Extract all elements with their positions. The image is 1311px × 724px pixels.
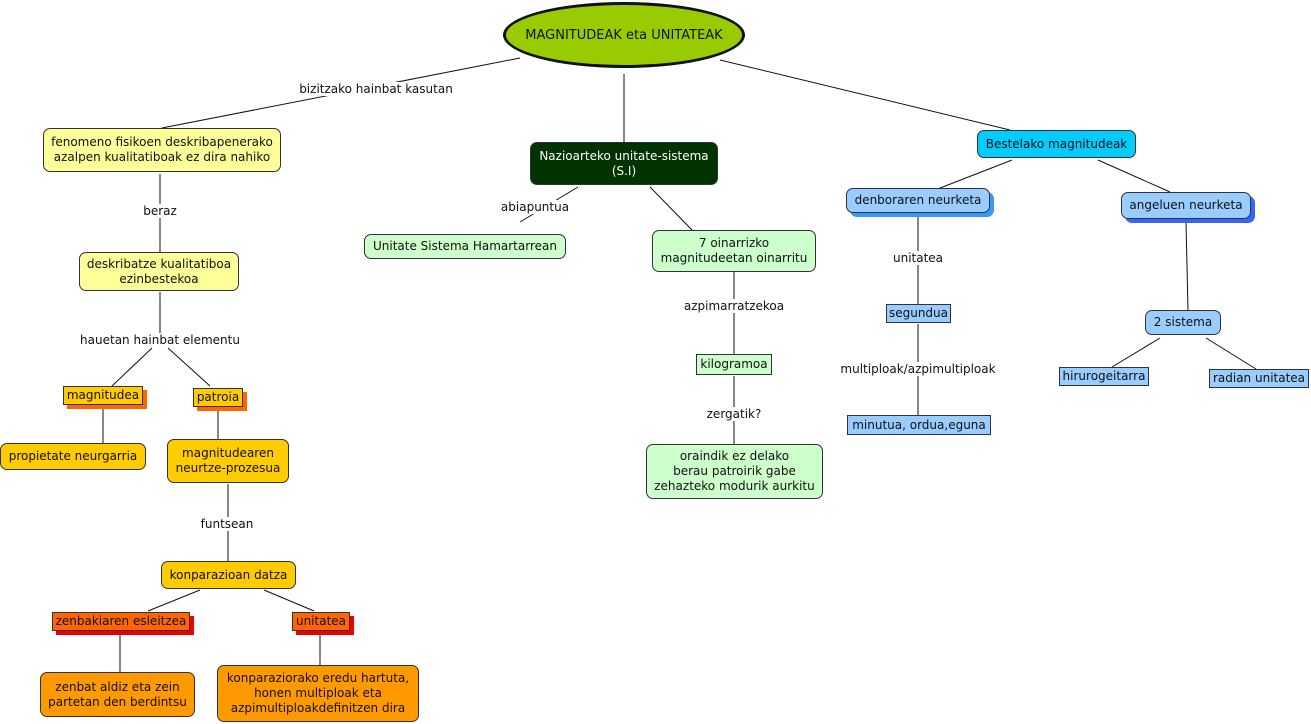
node-segundua[interactable]: segundua	[886, 304, 951, 323]
node-si[interactable]: Nazioarteko unitate-sistema (S.I)	[530, 142, 718, 185]
node-hamartar[interactable]: Unitate Sistema Hamartarrean	[364, 234, 566, 259]
node-fenomeno-label: fenomeno fisikoen deskribapenerako azalp…	[51, 135, 273, 164]
link-label-hauetan: hauetan hainbat elementu	[78, 333, 242, 347]
node-si-label: Nazioarteko unitate-sistema (S.I)	[539, 148, 709, 178]
node-sistema2-label: 2 sistema	[1153, 315, 1213, 329]
node-oraindik[interactable]: oraindik ez delako berau patroirik gabe …	[646, 444, 823, 499]
node-zenbat[interactable]: zenbat aldiz eta zein partetan den berdi…	[40, 672, 195, 717]
link-label-azpimarratzekoa: azpimarratzekoa	[681, 299, 787, 313]
node-zenbakiaren-label: zenbakiaren esleitzea	[55, 614, 187, 628]
node-propietate-label: propietate neurgarria	[8, 449, 138, 463]
node-fenomeno[interactable]: fenomeno fisikoen deskribapenerako azalp…	[43, 128, 281, 172]
node-hirurogei[interactable]: hirurogeitarra	[1059, 367, 1149, 386]
node-zazpi-label: 7 oinarrizko magnitudeetan oinarritu	[660, 236, 808, 265]
node-neurtze[interactable]: magnitudearen neurtze-prozesua	[167, 439, 289, 483]
node-bestelako-label: Bestelako magnitudeak	[985, 136, 1128, 151]
link-label-unitatea: unitatea	[890, 251, 946, 265]
root-concept[interactable]: MAGNITUDEAK eta UNITATEAK	[503, 2, 745, 68]
node-oraindik-label: oraindik ez delako berau patroirik gabe …	[654, 449, 815, 493]
node-zenbakiaren[interactable]: zenbakiaren esleitzea	[52, 612, 190, 631]
node-radian[interactable]: radian unitatea	[1209, 369, 1309, 388]
node-konparazioan[interactable]: konparazioan datza	[161, 561, 296, 589]
node-hamartar-label: Unitate Sistema Hamartarrean	[373, 239, 557, 253]
node-konparaziorako-label: konparaziorako eredu hartuta, honen mult…	[226, 671, 410, 715]
node-zenbat-label: zenbat aldiz eta zein partetan den berdi…	[48, 679, 187, 709]
node-deskribatze-label: deskribatze kualitatiboa ezinbestekoa	[86, 256, 232, 286]
node-deskribatze[interactable]: deskribatze kualitatiboa ezinbestekoa	[79, 252, 239, 291]
root-concept-label: MAGNITUDEAK eta UNITATEAK	[525, 27, 723, 43]
node-zazpi[interactable]: 7 oinarrizko magnitudeetan oinarritu	[652, 230, 816, 272]
node-denbora-label: denboraren neurketa	[854, 193, 982, 207]
link-label-beraz: beraz	[141, 204, 179, 218]
node-hirurogei-label: hirurogeitarra	[1062, 369, 1146, 383]
node-neurtze-label: magnitudearen neurtze-prozesua	[175, 446, 281, 475]
node-konparazioan-label: konparazioan datza	[169, 567, 288, 582]
node-unitatea[interactable]: unitatea	[292, 612, 350, 631]
node-sistema2[interactable]: 2 sistema	[1145, 310, 1221, 335]
node-minutua[interactable]: minutua, ordua,eguna	[847, 415, 991, 435]
node-magnitudea-label: magnitudea	[66, 388, 140, 402]
node-konparaziorako[interactable]: konparaziorako eredu hartuta, honen mult…	[217, 665, 419, 722]
link-label-abiapuntua: abiapuntua	[498, 200, 572, 214]
node-angelu-label: angeluen neurketa	[1129, 198, 1243, 212]
link-label-bizitzako: bizitzako hainbat kasutan	[297, 82, 455, 96]
node-unitatea-label: unitatea	[295, 614, 347, 628]
node-propietate[interactable]: propietate neurgarria	[0, 443, 146, 470]
node-kilogramoa-label: kilogramoa	[700, 357, 768, 371]
node-minutua-label: minutua, ordua,eguna	[852, 417, 986, 432]
node-segundua-label: segundua	[888, 306, 949, 320]
node-denbora[interactable]: denboraren neurketa	[846, 188, 990, 213]
link-label-multiploak: multiploak/azpimultiploak	[838, 362, 998, 376]
node-angelu[interactable]: angeluen neurketa	[1121, 192, 1251, 219]
node-patroia[interactable]: patroia	[193, 388, 243, 407]
node-patroia-label: patroia	[196, 390, 240, 404]
node-bestelako[interactable]: Bestelako magnitudeak	[977, 130, 1136, 158]
link-label-zergatik: zergatik?	[704, 407, 764, 421]
node-kilogramoa[interactable]: kilogramoa	[696, 354, 772, 375]
node-radian-label: radian unitatea	[1212, 371, 1306, 385]
node-magnitudea[interactable]: magnitudea	[63, 386, 143, 405]
link-label-funtsean: funtsean	[198, 517, 256, 531]
